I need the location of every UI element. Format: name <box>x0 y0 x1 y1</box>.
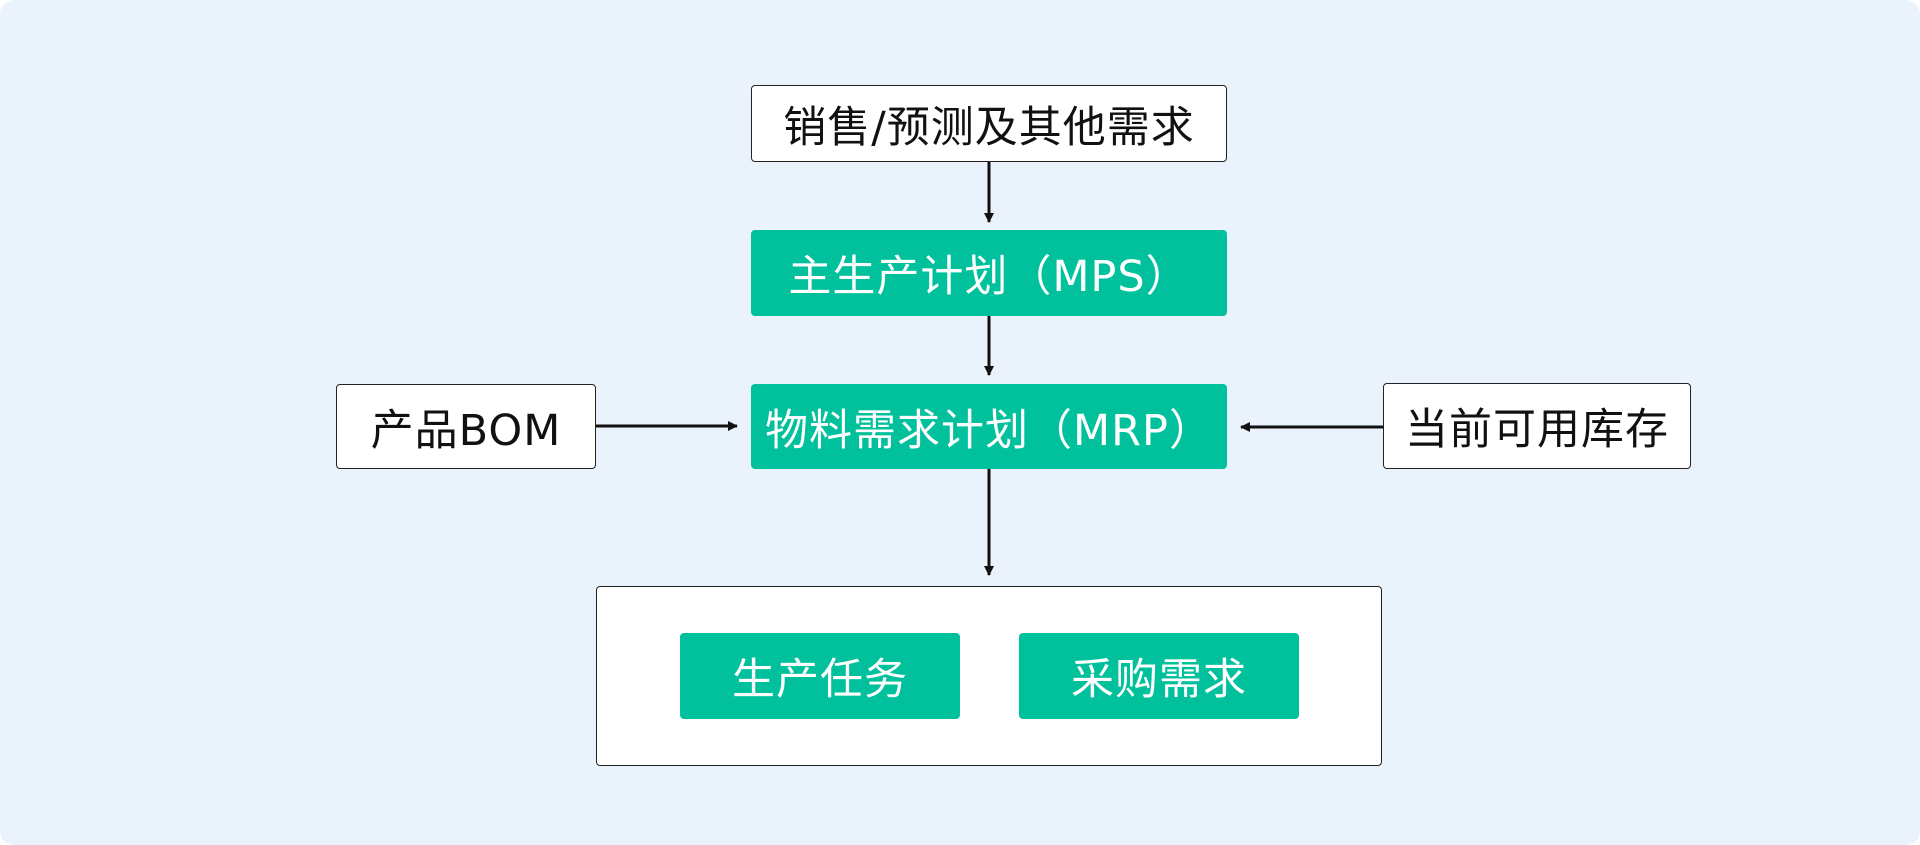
mps-label: 主生产计划（MPS） <box>788 252 1190 302</box>
mps-node: 主生产计划（MPS） <box>751 230 1227 316</box>
purchase-demand-label: 采购需求 <box>1071 655 1247 705</box>
production-task-node: 生产任务 <box>680 633 960 719</box>
inventory-node: 当前可用库存 <box>1383 383 1691 469</box>
mrp-label: 物料需求计划（MRP） <box>765 405 1213 456</box>
demand-label: 销售/预测及其他需求 <box>783 102 1195 153</box>
inventory-label: 当前可用库存 <box>1405 405 1669 455</box>
demand-node: 销售/预测及其他需求 <box>751 85 1227 162</box>
bom-node: 产品BOM <box>336 384 596 469</box>
purchase-demand-node: 采购需求 <box>1019 633 1299 719</box>
bom-label: 产品BOM <box>370 405 562 456</box>
mrp-node: 物料需求计划（MRP） <box>751 384 1227 469</box>
production-task-label: 生产任务 <box>732 655 908 705</box>
